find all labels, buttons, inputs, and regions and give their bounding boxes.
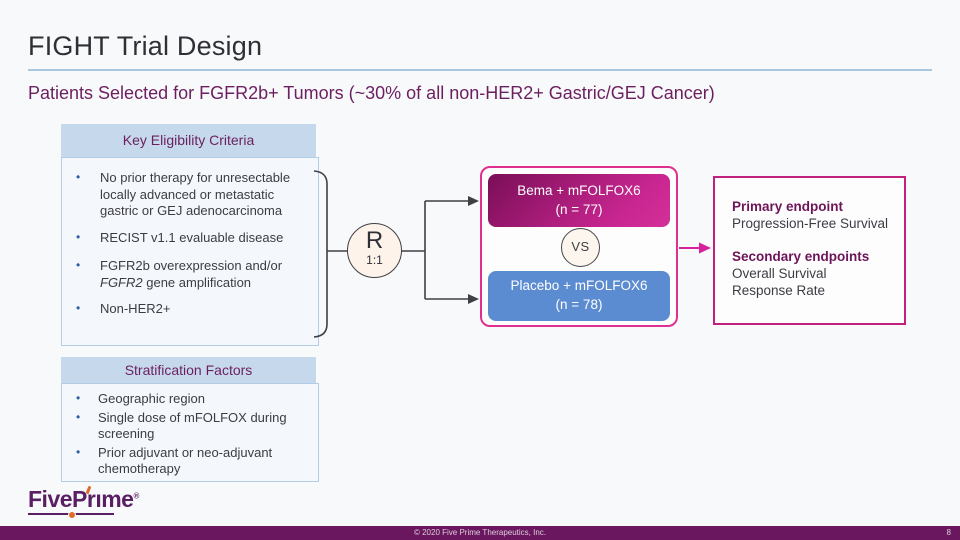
stratification-header: Stratification Factors	[61, 357, 316, 383]
randomization-letter: R	[365, 227, 384, 254]
arm-placebo-n: (n = 78)	[555, 297, 603, 312]
page-number: 8	[946, 528, 951, 537]
title-divider	[28, 69, 932, 71]
arm-bema-box: Bema + mFOLFOX6 (n = 77)	[488, 174, 670, 227]
list-item: No prior therapy for unresectable locall…	[62, 170, 312, 220]
eligibility-item-text: Non-HER2+	[100, 301, 171, 316]
stratification-item-text: Single dose of mFOLFOX during screening	[98, 409, 287, 442]
page-title: FIGHT Trial Design	[28, 31, 263, 61]
list-item: Prior adjuvant or neo-adjuvant chemother…	[62, 445, 312, 478]
eligibility-header: Key Eligibility Criteria	[61, 124, 316, 157]
slide-subtitle: Patients Selected for FGFR2b+ Tumors (~3…	[28, 83, 715, 103]
list-item: Non-HER2+	[62, 301, 312, 318]
stratification-item-text: Prior adjuvant or neo-adjuvant chemother…	[98, 444, 273, 477]
secondary-endpoints-label: Secondary endpoints	[732, 249, 870, 264]
secondary-endpoint-value: Response Rate	[732, 283, 826, 298]
endpoints-box: Primary endpoint Progression-Free Surviv…	[713, 176, 906, 325]
primary-endpoint-label: Primary endpoint	[732, 199, 844, 214]
eligibility-list: No prior therapy for unresectable locall…	[62, 170, 312, 318]
eligibility-item-text: No prior therapy for unresectable locall…	[100, 170, 291, 218]
stratification-list: Geographic region Single dose of mFOLFOX…	[62, 391, 312, 478]
r-branch-lines	[402, 200, 469, 300]
treatment-arms-container: Bema + mFOLFOX6 (n = 77) Placebo + mFOLF…	[480, 166, 678, 327]
fiveprime-logo: FivePrıme®	[28, 485, 139, 519]
eligibility-item-text: RECIST v1.1 evaluable disease	[100, 229, 284, 245]
randomization-circle: R 1:1	[347, 223, 402, 278]
arrowhead-endpoints-icon	[699, 242, 711, 254]
randomization-ratio: 1:1	[366, 253, 383, 267]
vs-badge: VS	[561, 228, 600, 267]
eligibility-item-text: gene amplification	[142, 274, 252, 290]
list-item: Single dose of mFOLFOX during screening	[62, 410, 312, 443]
stratification-item-text: Geographic region	[98, 391, 205, 406]
footer-copyright: © 2020 Five Prime Therapeutics, Inc.	[413, 528, 547, 537]
list-item: FGFR2b overexpression and/or FGFR2 gene …	[62, 258, 312, 291]
registered-mark: ®	[133, 491, 139, 501]
logo-text: FivePrıme®	[28, 486, 139, 512]
gene-name-italic: FGFR2	[100, 274, 143, 290]
list-item: RECIST v1.1 evaluable disease	[62, 230, 312, 247]
secondary-endpoint-value: Overall Survival	[732, 266, 827, 281]
logo-orange-dot-icon	[68, 511, 76, 519]
eligibility-panel: No prior therapy for unresectable locall…	[61, 157, 319, 346]
list-item: Geographic region	[62, 391, 312, 408]
logo-dotless-i: ı	[95, 486, 102, 512]
eligibility-item-text: FGFR2b overexpression and/or	[100, 258, 283, 273]
logo-text-post: me	[101, 486, 134, 512]
arm-placebo-name: Placebo + mFOLFOX6	[510, 278, 648, 294]
logo-text-pre: FivePr	[28, 486, 96, 512]
arm-bema-name: Bema + mFOLFOX6	[517, 182, 641, 198]
arrowhead-bottom-icon	[468, 294, 479, 304]
arm-bema-n: (n = 77)	[555, 201, 603, 217]
primary-endpoint-value: Progression-Free Survival	[732, 216, 889, 231]
arm-placebo-box: Placebo + mFOLFOX6 (n = 78)	[488, 271, 670, 321]
stratification-panel: Geographic region Single dose of mFOLFOX…	[61, 383, 319, 482]
arrowhead-top-icon	[468, 196, 479, 206]
footer-bar: © 2020 Five Prime Therapeutics, Inc. 8	[0, 526, 960, 540]
